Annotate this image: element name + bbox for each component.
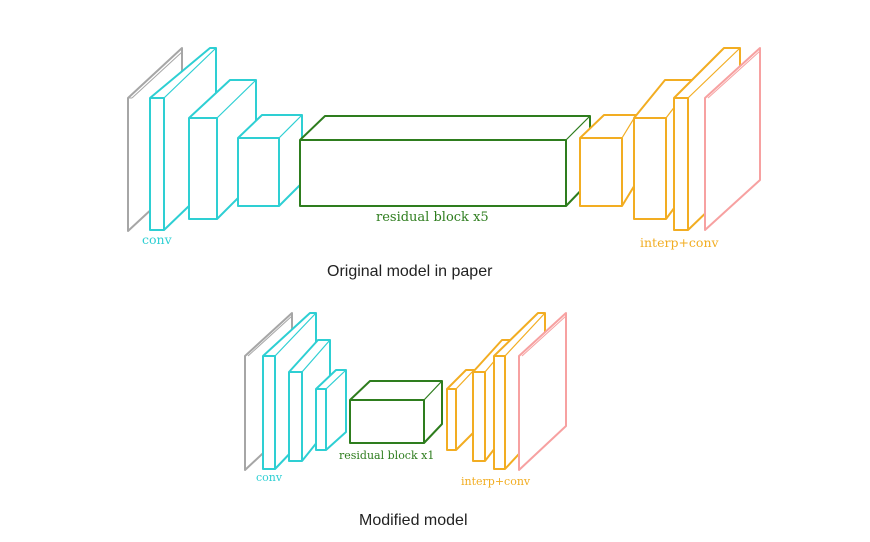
- conv-layer-3: [315, 369, 347, 451]
- modified-conv-label: conv: [256, 471, 283, 484]
- modified-residual-label: residual block x1: [339, 449, 434, 462]
- interp-conv-layer-1: [579, 114, 637, 207]
- original-model-diagram: conv residual block x5 interp+conv: [127, 47, 761, 250]
- original-interp-label: interp+conv: [640, 235, 719, 250]
- residual-block: [349, 380, 443, 444]
- modified-model-diagram: conv residual block x1 interp+conv: [244, 312, 567, 488]
- original-conv-label: conv: [142, 232, 173, 247]
- output-layer: [518, 312, 567, 471]
- interp-conv-layer-1: [446, 369, 475, 451]
- output-layer: [704, 47, 761, 231]
- original-caption: Original model in paper: [327, 263, 493, 280]
- residual-block: [299, 115, 591, 207]
- modified-interp-label: interp+conv: [461, 475, 531, 488]
- conv-layer-3: [237, 114, 303, 207]
- modified-caption: Modified model: [359, 512, 468, 529]
- original-residual-label: residual block x5: [376, 210, 489, 225]
